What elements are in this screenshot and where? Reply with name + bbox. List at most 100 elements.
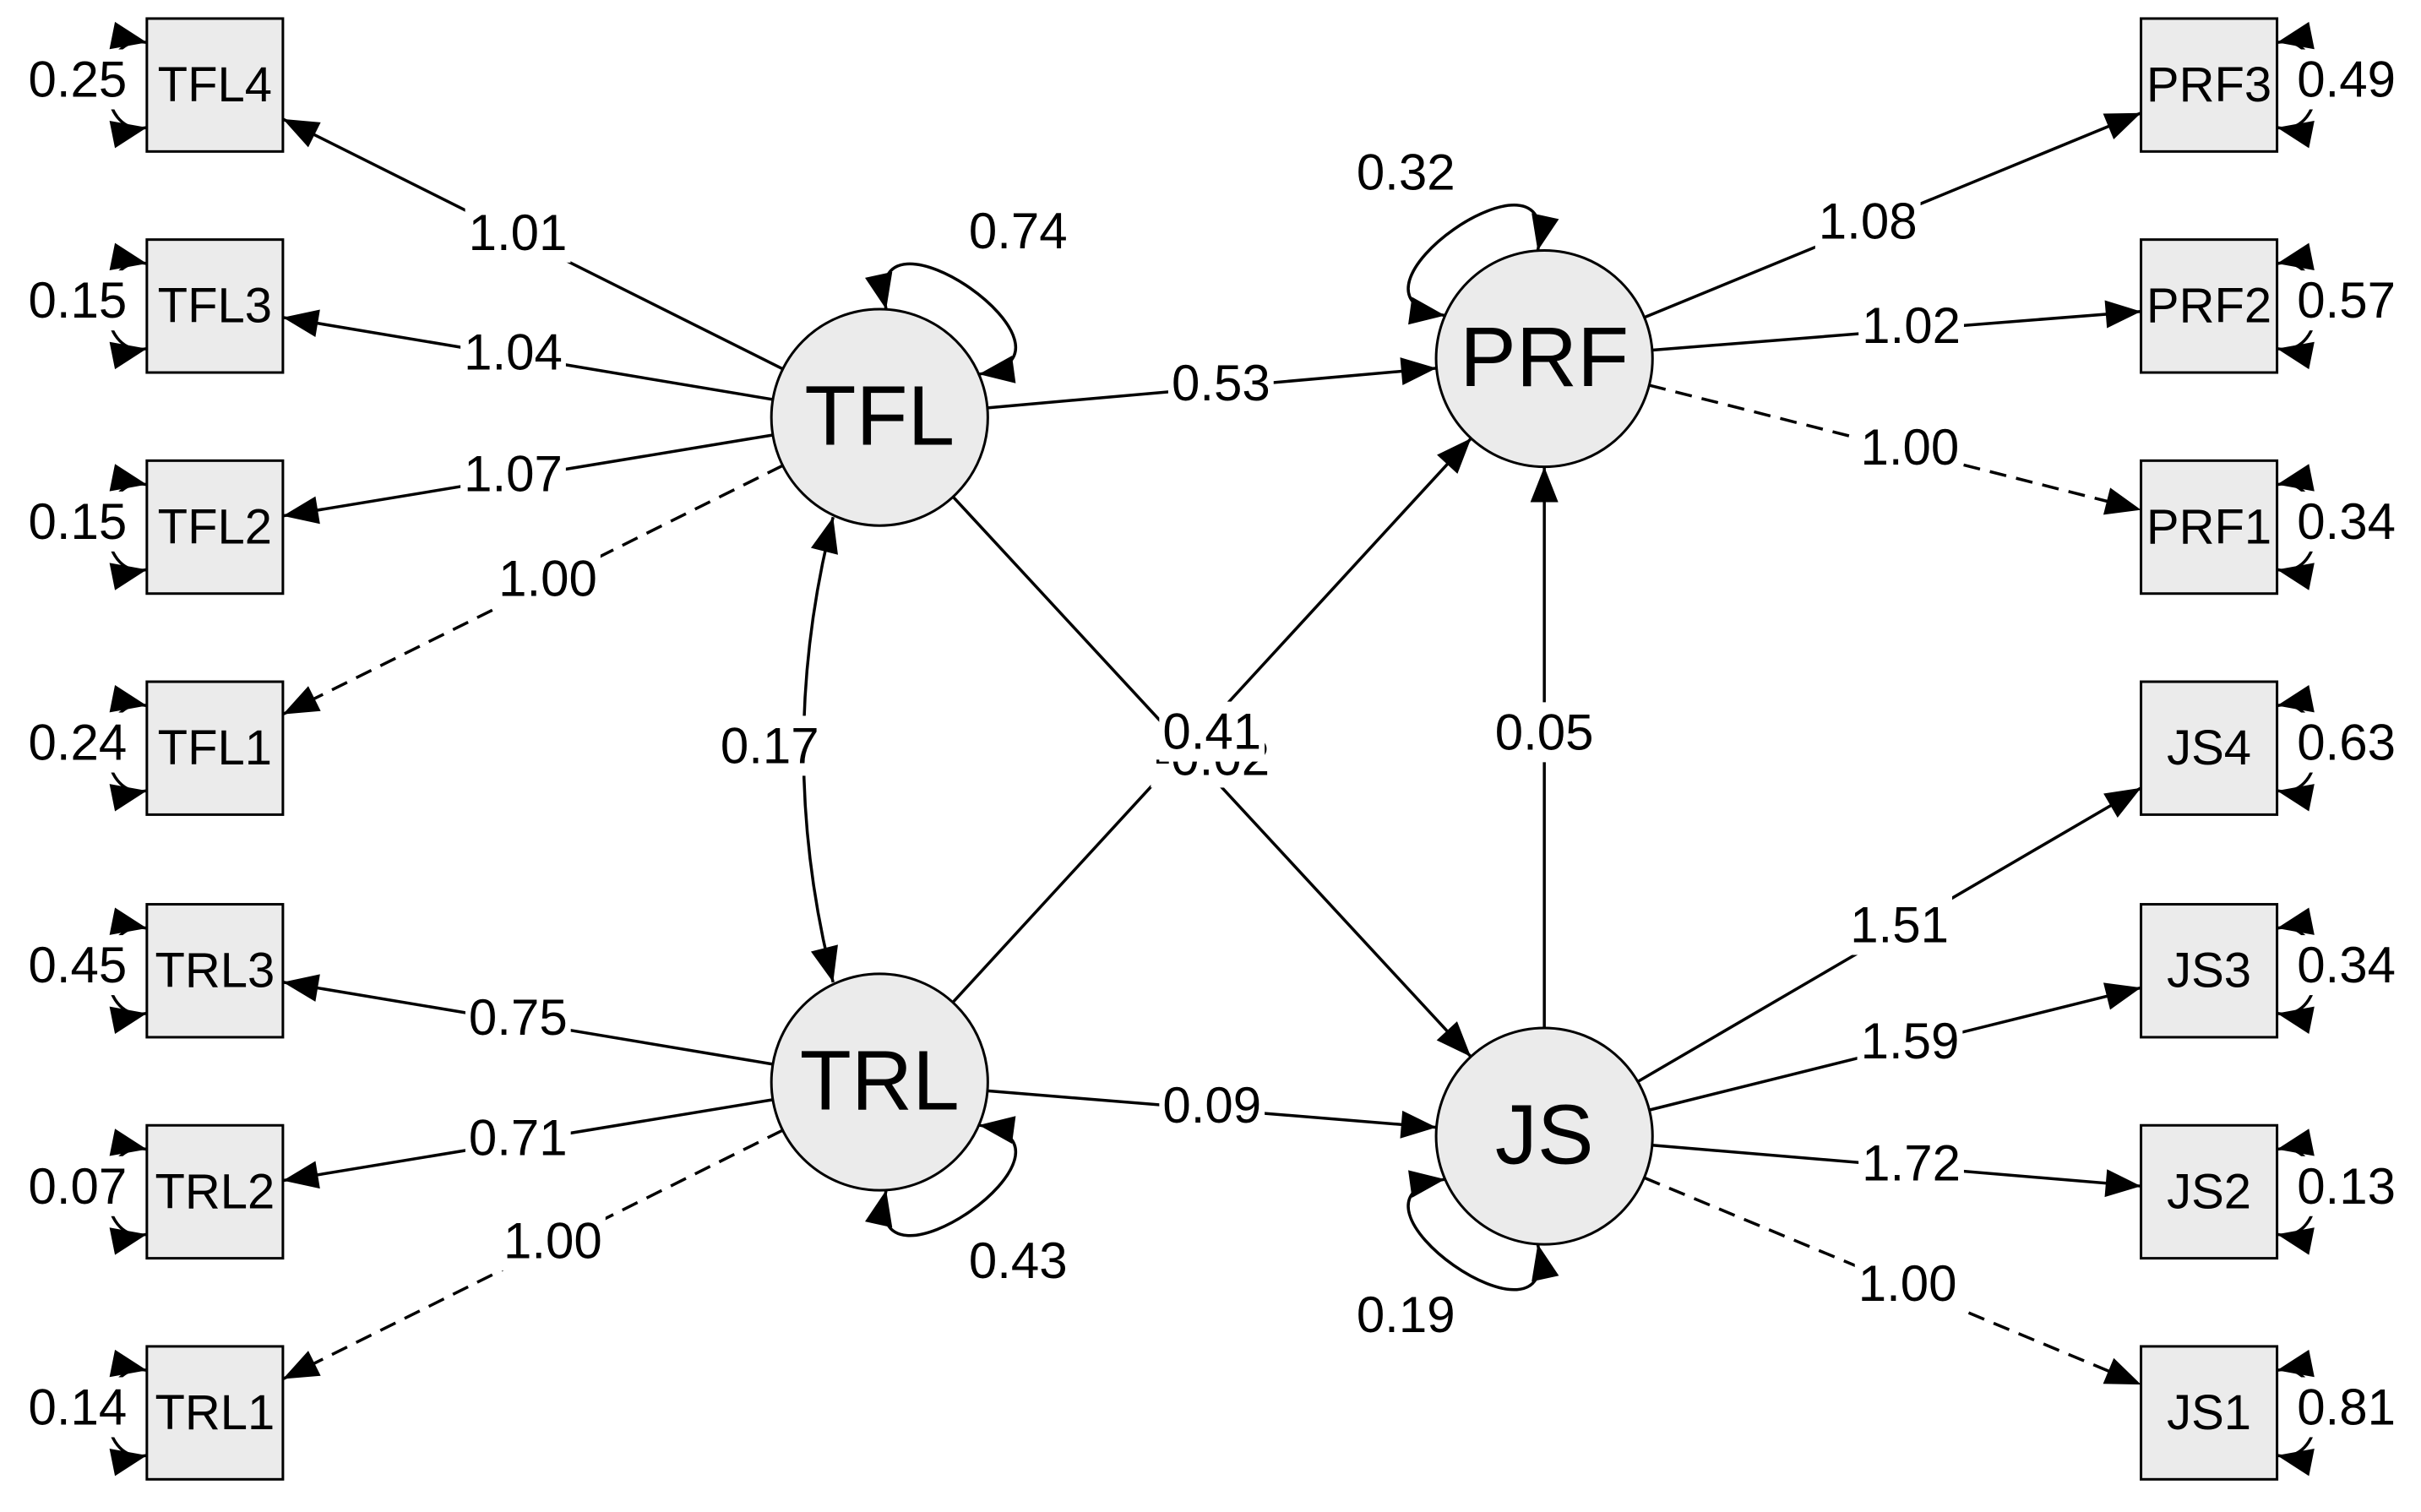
path-label-TFL-TFL1: 1.00 bbox=[498, 550, 597, 606]
observed-label-TFL1: TFL1 bbox=[158, 721, 272, 775]
path-label-JS-JS3: 1.59 bbox=[1861, 1013, 1960, 1069]
arrowhead-PRF-PRF1 bbox=[2103, 487, 2141, 515]
label-background bbox=[1159, 1074, 1265, 1135]
residual-arrow-top-JS2 bbox=[2277, 1129, 2315, 1156]
residual-arrow-top-TFL2 bbox=[109, 464, 147, 492]
residual-arrow-top-JS4 bbox=[2277, 684, 2315, 713]
observed-label-TFL2: TFL2 bbox=[158, 499, 272, 554]
label-background bbox=[1854, 1253, 1961, 1313]
path-label-JS-JS4: 1.51 bbox=[1850, 896, 1949, 953]
latent-JS bbox=[1434, 1026, 1654, 1246]
observed-TFL3 bbox=[145, 238, 285, 374]
covariance-label-TFL-TRL: 0.17 bbox=[721, 717, 819, 774]
label-background bbox=[465, 202, 571, 263]
path-label-JS-PRF: 0.05 bbox=[1495, 704, 1594, 760]
label-background bbox=[2293, 270, 2399, 331]
variance-arrow-b-TFL bbox=[978, 356, 1016, 383]
residual-arrow-bottom-JS2 bbox=[2277, 1227, 2315, 1255]
path-label-PRF-PRF1: 1.00 bbox=[1861, 419, 1960, 476]
observed-label-TRL3: TRL3 bbox=[155, 944, 275, 998]
label-background bbox=[24, 935, 131, 996]
label-background bbox=[1159, 701, 1265, 762]
latent-label-TFL: TFL bbox=[804, 369, 955, 464]
path-label-TFL-TFL3: 1.04 bbox=[464, 324, 563, 380]
residual-label-TFL4: 0.25 bbox=[28, 51, 127, 107]
label-background bbox=[1857, 1011, 1963, 1072]
observed-label-PRF3: PRF3 bbox=[2146, 57, 2271, 112]
latent-PRF bbox=[1434, 248, 1654, 469]
label-background bbox=[460, 322, 566, 383]
observed-label-PRF1: PRF1 bbox=[2146, 499, 2271, 554]
residual-arrow-top-JS3 bbox=[2277, 907, 2315, 935]
label-background bbox=[2293, 1156, 2399, 1216]
latent-TFL bbox=[770, 307, 989, 527]
label-background bbox=[1857, 417, 1963, 478]
arrowhead-TRL-TRL2 bbox=[282, 1161, 320, 1189]
path-label-TRL-PRF: 0.41 bbox=[1162, 704, 1261, 760]
residual-label-PRF2: 0.57 bbox=[2297, 272, 2396, 329]
path-label-TRL-JS: 0.09 bbox=[1162, 1077, 1261, 1134]
observed-label-JS4: JS4 bbox=[2167, 721, 2251, 775]
observed-label-JS1: JS1 bbox=[2167, 1385, 2251, 1440]
residual-label-JS1: 0.81 bbox=[2297, 1379, 2396, 1435]
label-background bbox=[460, 443, 566, 504]
label-background bbox=[24, 1377, 131, 1438]
path-label-PRF-PRF2: 1.02 bbox=[1862, 297, 1961, 354]
path-label-PRF-PRF3: 1.08 bbox=[1819, 193, 1918, 250]
residual-label-PRF3: 0.49 bbox=[2297, 51, 2396, 107]
residual-arrow-top-TFL1 bbox=[109, 684, 147, 713]
label-background bbox=[465, 987, 571, 1048]
variance-arrow-b-TRL bbox=[865, 1189, 893, 1228]
label-background bbox=[1858, 1133, 1964, 1194]
arrowhead-cov-TRL bbox=[810, 944, 838, 982]
arrowhead-TRL-TRL3 bbox=[282, 974, 320, 1002]
label-background bbox=[2293, 935, 2399, 996]
arrowhead-TFL-TFL4 bbox=[282, 118, 321, 148]
observed-TFL4 bbox=[145, 17, 285, 153]
label-background bbox=[965, 200, 1071, 261]
arrowhead-PRF-PRF2 bbox=[2104, 300, 2141, 329]
variance-arrow-a-TFL bbox=[865, 271, 893, 310]
arrowhead-JS-JS2 bbox=[2104, 1169, 2141, 1198]
residual-arrow-top-JS1 bbox=[2277, 1349, 2315, 1378]
arrowhead-PRF-PRF3 bbox=[2103, 112, 2141, 139]
arrowhead-TRL-PRF bbox=[1437, 438, 1472, 474]
label-background bbox=[1491, 702, 1597, 763]
arrowhead-JS-JS4 bbox=[2103, 787, 2141, 819]
label-background bbox=[2293, 712, 2399, 773]
variance-arrow-a-TRL bbox=[978, 1116, 1016, 1144]
observed-TFL1 bbox=[145, 680, 285, 816]
arrowhead-TRL-TRL1 bbox=[282, 1351, 321, 1379]
residual-arrow-bottom-TRL2 bbox=[109, 1227, 147, 1255]
observed-TRL1 bbox=[145, 1345, 285, 1481]
label-background bbox=[24, 270, 131, 331]
residual-arrow-top-PRF2 bbox=[2277, 242, 2315, 270]
path-label-JS-JS2: 1.72 bbox=[1862, 1134, 1961, 1191]
residual-label-TRL2: 0.07 bbox=[28, 1158, 127, 1215]
latent-label-PRF: PRF bbox=[1460, 310, 1629, 405]
observed-JS2 bbox=[2140, 1123, 2279, 1260]
residual-arrow-bottom-JS1 bbox=[2277, 1448, 2315, 1477]
residual-label-TRL1: 0.14 bbox=[28, 1379, 127, 1435]
residual-label-JS2: 0.13 bbox=[2297, 1158, 2396, 1215]
label-background bbox=[2293, 1377, 2399, 1438]
label-background bbox=[1352, 1284, 1459, 1345]
variance-label-PRF: 0.32 bbox=[1357, 144, 1455, 200]
residual-label-TFL3: 0.15 bbox=[28, 272, 127, 329]
label-background bbox=[24, 491, 131, 552]
residual-label-JS3: 0.34 bbox=[2297, 937, 2396, 993]
residual-arrow-bottom-PRF2 bbox=[2277, 341, 2315, 370]
arrowhead-TFL-TFL2 bbox=[282, 496, 320, 525]
path-label-TFL-TFL2: 1.07 bbox=[464, 446, 563, 503]
variance-arrow-b-PRF bbox=[1531, 213, 1559, 251]
path-label-TFL-TFL4: 1.01 bbox=[469, 204, 568, 261]
label-background bbox=[2293, 491, 2399, 552]
latent-label-TRL: TRL bbox=[800, 1033, 960, 1128]
arrowhead-JS-PRF bbox=[1530, 466, 1559, 503]
residual-arrow-top-TRL3 bbox=[109, 907, 147, 935]
label-background bbox=[500, 1210, 606, 1271]
path-label-JS-JS1: 1.00 bbox=[1858, 1255, 1957, 1312]
variance-arrow-b-JS bbox=[1408, 1170, 1445, 1199]
residual-arrow-bottom-JS4 bbox=[2277, 784, 2315, 812]
